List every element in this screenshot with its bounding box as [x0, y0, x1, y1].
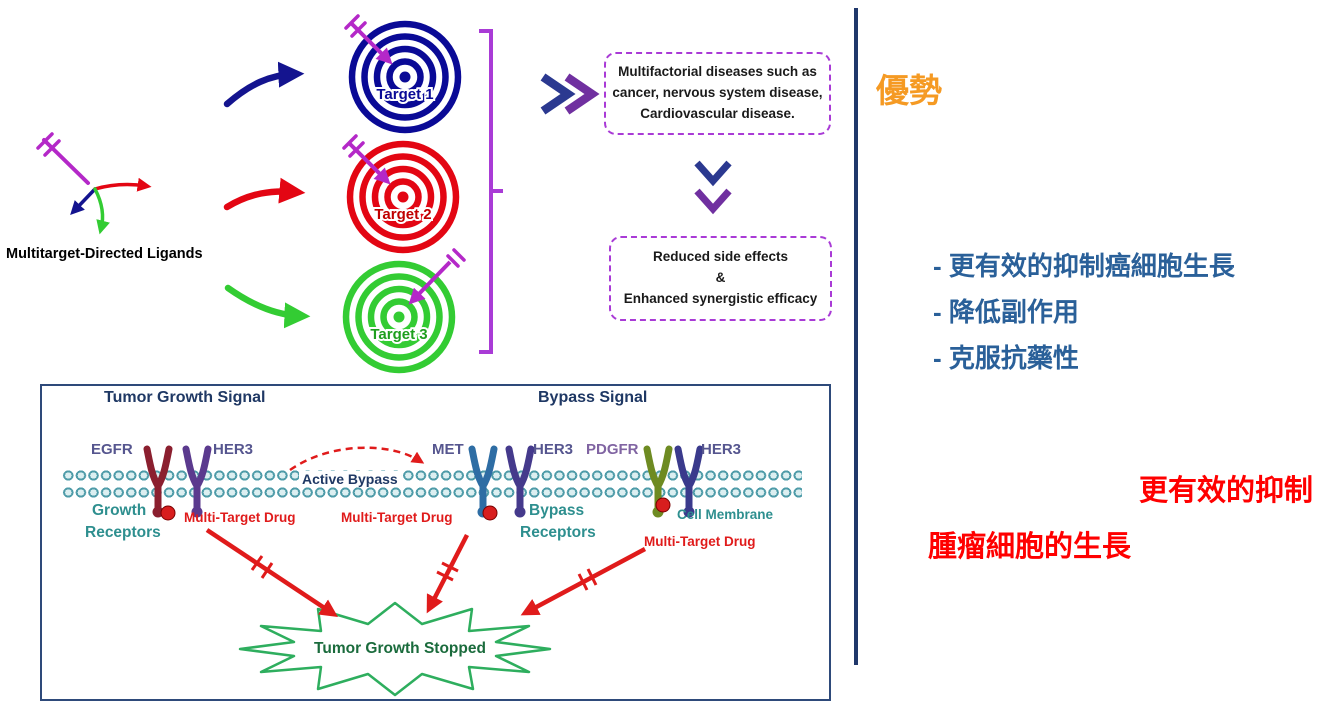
ligand-shaft: [42, 138, 90, 185]
label-egfr: EGFR: [91, 441, 133, 458]
disease-box-line1: Multifactorial diseases such as: [618, 64, 817, 80]
bypass-receptors-line2: Receptors: [520, 524, 596, 541]
target-2-dart: [342, 134, 391, 185]
red-note-line1: 更有效的抑制: [1139, 475, 1314, 507]
cell-membrane-label: Cell Membrane: [677, 507, 774, 522]
advantages-heading: 優勢: [876, 72, 942, 109]
drug-label-2: Multi-Target Drug: [341, 510, 453, 525]
header-tumor-growth-signal: Tumor Growth Signal: [104, 389, 266, 406]
bullseye-ring: [361, 33, 449, 121]
disease-box: Multifactorial diseases such as cancer, …: [604, 52, 831, 135]
active-bypass-label: Active Bypass: [299, 471, 401, 487]
drug-label-1: Multi-Target Drug: [184, 510, 296, 525]
target-2-bullseye: Target 2: [342, 134, 460, 254]
label-her3-mid: HER3: [533, 441, 574, 458]
bullseye-ring: [373, 45, 437, 109]
arrow-to-target-2: [223, 177, 306, 211]
bypass-receptors-line1: Bypass: [529, 502, 585, 519]
disease-box-line2: cancer, nervous system disease,: [612, 85, 823, 101]
section-divider: [854, 8, 858, 665]
label-pdgfr: PDGFR: [586, 441, 639, 458]
outcome-box-line3: Enhanced synergistic efficacy: [623, 290, 818, 306]
bullseye-ring: [371, 165, 435, 229]
label-her3-right: HER3: [701, 441, 742, 458]
bullseye-ring: [380, 298, 418, 336]
mtdl-ligand-icon: [36, 132, 152, 235]
bullseye-ring: [348, 20, 462, 134]
bullseye-ring: [346, 140, 460, 254]
advantage-bullet-2: - 降低副作用: [933, 297, 1079, 327]
label-met: MET: [432, 441, 464, 458]
ligand-green-arrow: [93, 187, 110, 235]
advantage-bullet-3: - 克服抗藥性: [933, 343, 1079, 373]
target-1-dart: [344, 14, 393, 65]
ligand-blue-arrow: [70, 187, 97, 216]
target-1-label: Target 1: [376, 86, 433, 103]
disease-box-line3: Cardiovascular disease.: [640, 105, 795, 121]
ligand-label: Multitarget-Directed Ligands: [6, 246, 203, 262]
bullseye-center: [399, 71, 411, 83]
cell-membrane-band: [62, 467, 802, 501]
outcome-box: Reduced side effects & Enhanced synergis…: [609, 236, 832, 321]
down-chevron-icon: [694, 160, 732, 215]
tumor-stopped-label: Tumor Growth Stopped: [314, 640, 486, 657]
bullseye-ring: [386, 58, 424, 96]
targets-bracket: [479, 29, 503, 354]
bullseye-center: [393, 311, 405, 323]
bullseye-ring: [367, 285, 431, 349]
arrow-to-target-3: [224, 284, 311, 329]
target-3-bullseye: Target 3: [342, 248, 466, 374]
growth-receptors-line2: Receptors: [85, 524, 161, 541]
target-2-label: Target 2: [374, 206, 431, 223]
target-3-dart: [408, 248, 466, 305]
growth-receptors-line1: Growth: [92, 502, 147, 519]
arrow-to-target-1: [223, 61, 305, 108]
red-note-line2: 腫瘤細胞的生長: [928, 531, 1132, 563]
bullseye-center: [397, 191, 409, 203]
bullseye-ring: [359, 153, 447, 241]
target-3-label: Target 3: [370, 326, 427, 343]
ligand-fletching: [36, 132, 61, 157]
ligand-red-arrow: [93, 177, 152, 192]
header-bypass-signal: Bypass Signal: [538, 389, 648, 406]
outcome-box-line2: &: [715, 270, 726, 286]
drug-label-3: Multi-Target Drug: [644, 534, 756, 549]
right-chevron-icon: [540, 73, 600, 115]
outcome-box-line1: Reduced side effects: [652, 249, 789, 265]
target-1-bullseye: Target 1: [344, 14, 462, 134]
bullseye-ring: [355, 273, 443, 361]
bullseye-ring: [342, 260, 456, 374]
advantage-bullet-1: - 更有效的抑制癌細胞生長: [933, 251, 1235, 281]
bullseye-ring: [384, 178, 422, 216]
label-her3-left: HER3: [213, 441, 254, 458]
advantages-list: - 更有效的抑制癌細胞生長 - 降低副作用 - 克服抗藥性: [933, 243, 1235, 381]
